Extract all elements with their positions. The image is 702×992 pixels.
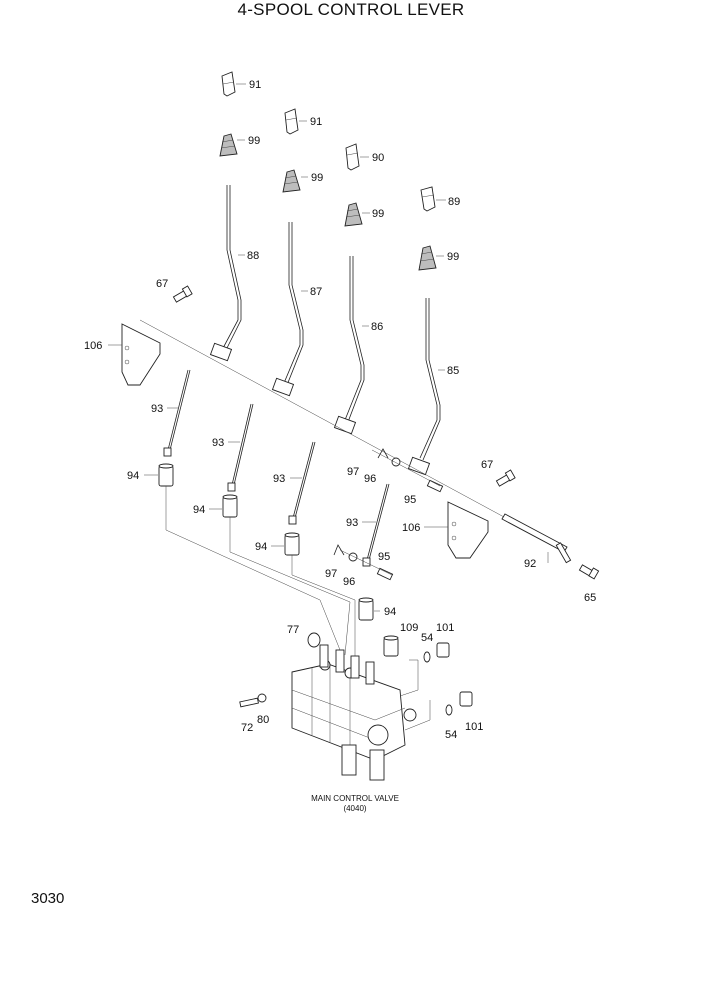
main-control-valve bbox=[291, 644, 417, 781]
label-93-1: 93 bbox=[151, 403, 163, 415]
label-101-upper: 101 bbox=[436, 622, 454, 634]
plug-109 bbox=[383, 635, 399, 657]
label-67-left: 67 bbox=[156, 278, 168, 290]
leader-cap-2-valve bbox=[229, 517, 351, 656]
boot-99-1 bbox=[219, 133, 238, 157]
label-89: 89 bbox=[448, 196, 460, 208]
label-92: 92 bbox=[524, 558, 536, 570]
page-number: 3030 bbox=[31, 890, 65, 907]
link-93-4 bbox=[362, 483, 390, 567]
washer-96-lower bbox=[348, 552, 358, 562]
pivot-block-1 bbox=[209, 342, 233, 362]
cap-94-2 bbox=[222, 494, 238, 518]
pin-97-upper bbox=[377, 448, 389, 459]
page-title: 4-SPOOL CONTROL LEVER bbox=[237, 0, 465, 19]
label-99-3: 99 bbox=[372, 208, 384, 220]
caption-line-2: (4040) bbox=[343, 804, 367, 813]
bolt-65 bbox=[578, 564, 600, 580]
pivot-block-4 bbox=[407, 456, 431, 476]
washer-80 bbox=[257, 693, 267, 703]
label-95-lower: 95 bbox=[378, 551, 390, 563]
label-93-3: 93 bbox=[273, 473, 285, 485]
label-99-1: 99 bbox=[248, 135, 260, 147]
pin-97-lower bbox=[333, 544, 345, 556]
oring-54-upper bbox=[423, 651, 431, 663]
pivot-block-2 bbox=[271, 377, 295, 397]
lever-86 bbox=[344, 256, 365, 423]
label-99-2: 99 bbox=[311, 172, 323, 184]
label-106-right: 106 bbox=[402, 522, 420, 534]
label-91-left: 91 bbox=[249, 79, 261, 91]
label-93-2: 93 bbox=[212, 437, 224, 449]
label-109: 109 bbox=[400, 622, 418, 634]
label-87: 87 bbox=[310, 286, 322, 298]
bolt-67-right bbox=[495, 469, 516, 487]
label-95-upper: 95 bbox=[404, 494, 416, 506]
lever-85 bbox=[419, 298, 441, 461]
label-65: 65 bbox=[584, 592, 596, 604]
caption-line-1: MAIN CONTROL VALVE bbox=[311, 794, 399, 803]
boot-99-2 bbox=[282, 169, 301, 193]
fitting-101-lower bbox=[459, 691, 473, 707]
washer-96-upper bbox=[391, 457, 401, 467]
label-96-upper: 96 bbox=[364, 473, 376, 485]
label-67-right: 67 bbox=[481, 459, 493, 471]
link-93-1 bbox=[163, 369, 191, 457]
pivot-block-3 bbox=[333, 415, 357, 435]
label-72: 72 bbox=[241, 722, 253, 734]
lever-87 bbox=[283, 222, 304, 386]
label-80: 80 bbox=[257, 714, 269, 726]
knob-91-second bbox=[284, 108, 299, 135]
fitting-101-upper bbox=[436, 642, 450, 658]
label-77: 77 bbox=[287, 624, 299, 636]
bracket-106-right bbox=[447, 501, 489, 559]
oring-54-lower bbox=[445, 704, 453, 716]
label-94-3: 94 bbox=[255, 541, 267, 553]
label-97-upper: 97 bbox=[347, 466, 359, 478]
boot-99-3 bbox=[344, 202, 363, 227]
leader-lines bbox=[108, 83, 549, 612]
label-94-2: 94 bbox=[193, 504, 205, 516]
label-85: 85 bbox=[447, 365, 459, 377]
label-94-4: 94 bbox=[384, 606, 396, 618]
knob-91-left bbox=[221, 71, 236, 97]
label-90: 90 bbox=[372, 152, 384, 164]
lever-88 bbox=[221, 185, 242, 353]
label-88: 88 bbox=[247, 250, 259, 262]
label-101-lower: 101 bbox=[465, 721, 483, 733]
label-86: 86 bbox=[371, 321, 383, 333]
leader-cap-1-valve bbox=[165, 486, 341, 651]
bracket-106-left bbox=[121, 323, 161, 386]
label-97-lower: 97 bbox=[325, 568, 337, 580]
link-93-2 bbox=[227, 403, 254, 492]
label-96-lower: 96 bbox=[343, 576, 355, 588]
label-54-lower: 54 bbox=[445, 729, 457, 741]
leader-cap-3-valve bbox=[291, 555, 356, 660]
pin-95-lower bbox=[376, 567, 394, 581]
bolt-67-left bbox=[172, 285, 193, 303]
knob-89 bbox=[420, 186, 436, 212]
label-93-4: 93 bbox=[346, 517, 358, 529]
knob-90 bbox=[345, 143, 360, 171]
valve-caption: MAIN CONTROL VALVE (4040) bbox=[296, 794, 414, 814]
pin-95-upper bbox=[426, 479, 444, 493]
boot-99-4 bbox=[418, 245, 437, 271]
bolt-72 bbox=[239, 697, 259, 708]
cap-77 bbox=[307, 632, 321, 648]
pivot-axis-line bbox=[139, 319, 566, 551]
label-54-upper: 54 bbox=[421, 632, 433, 644]
shaft-92 bbox=[501, 513, 572, 564]
cap-94-4 bbox=[358, 597, 374, 621]
cap-94-3 bbox=[284, 532, 300, 556]
link-93-3 bbox=[288, 441, 316, 525]
cap-94-1 bbox=[158, 463, 174, 487]
label-99-4: 99 bbox=[447, 251, 459, 263]
label-106-left: 106 bbox=[84, 340, 102, 352]
label-94-1: 94 bbox=[127, 470, 139, 482]
label-91-second: 91 bbox=[310, 116, 322, 128]
